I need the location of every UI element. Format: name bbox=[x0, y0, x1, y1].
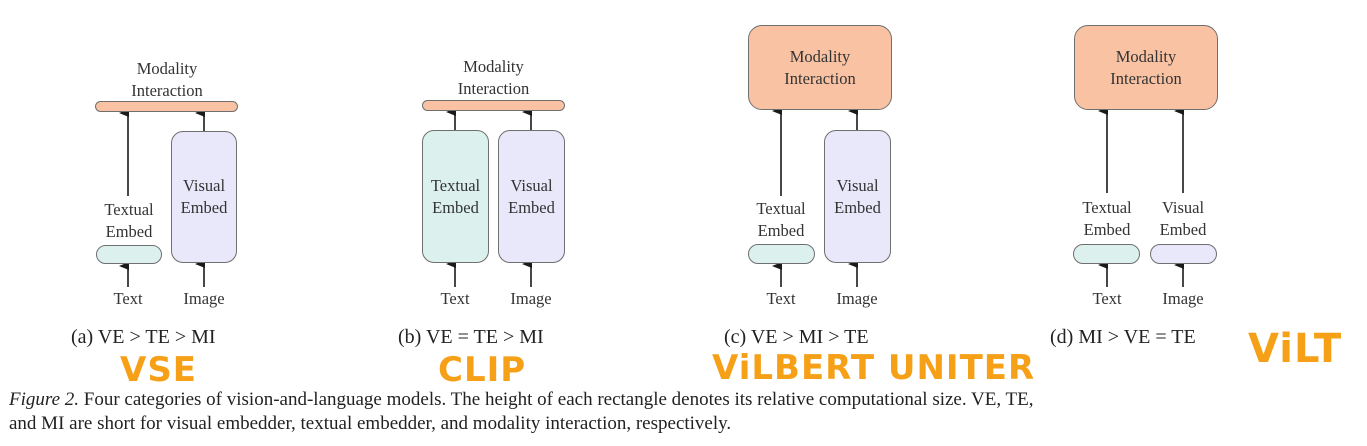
ve-label-top: Visual bbox=[1161, 198, 1205, 217]
te-label-a: Textual Embed bbox=[88, 199, 170, 243]
te-label-top: Textual bbox=[1082, 198, 1132, 217]
mi-label-top: Modality bbox=[1115, 46, 1177, 66]
te-label-c: Textual Embed bbox=[740, 198, 822, 242]
modality-interaction-bar-a bbox=[95, 101, 238, 112]
te-label-d: Textual Embed bbox=[1066, 197, 1148, 241]
mi-label-bottom: Interaction bbox=[131, 81, 203, 100]
input-text-a: Text bbox=[113, 289, 143, 308]
textual-embed-pill-a bbox=[96, 245, 162, 264]
input-image-a: Image bbox=[183, 289, 225, 308]
mi-label-bottom: Interaction bbox=[784, 68, 856, 88]
mi-label-top: Modality bbox=[136, 59, 198, 78]
mi-label-top: Modality bbox=[463, 57, 524, 76]
modality-interaction-bar-b bbox=[422, 100, 565, 111]
annotation-c: ViLBERT UNITER bbox=[712, 348, 1036, 388]
input-text-b: Text bbox=[440, 289, 470, 308]
textual-embed-pill-c bbox=[748, 244, 815, 264]
visual-embed-box-c: Visual Embed bbox=[824, 130, 891, 263]
figure-caption-line-2: and MI are short for visual embedder, te… bbox=[9, 413, 731, 435]
mi-label-b: Modality Interaction bbox=[422, 56, 565, 100]
visual-embed-pill-d bbox=[1150, 244, 1217, 264]
te-label-bottom: Embed bbox=[757, 221, 805, 240]
textual-embed-box-b: Textual Embed bbox=[422, 130, 489, 263]
mi-label-bottom: Interaction bbox=[457, 79, 530, 98]
modality-interaction-box-c: Modality Interaction bbox=[748, 25, 892, 110]
ve-label-top: Visual bbox=[510, 175, 553, 195]
ve-label-bottom: Embed bbox=[1159, 220, 1207, 239]
ve-label-d: Visual Embed bbox=[1142, 197, 1224, 241]
annotation-b: CLIP bbox=[438, 350, 527, 390]
annotation-d: ViLT bbox=[1248, 326, 1343, 372]
mi-label-bottom: Interaction bbox=[1110, 68, 1182, 88]
mi-label-top: Modality bbox=[789, 46, 851, 66]
te-label-bottom: Embed bbox=[105, 222, 153, 241]
visual-embed-box-b: Visual Embed bbox=[498, 130, 565, 263]
visual-embed-box-a: Visual Embed bbox=[171, 131, 237, 263]
textual-embed-pill-d bbox=[1073, 244, 1140, 264]
modality-interaction-box-d: Modality Interaction bbox=[1074, 25, 1218, 110]
subcaption-c: (c) VE > MI > TE bbox=[724, 326, 869, 348]
te-label-top: Textual bbox=[430, 175, 481, 195]
caption-text-1: Four categories of vision-and-language m… bbox=[79, 389, 1034, 410]
input-image-d: Image bbox=[1162, 289, 1204, 308]
subcaption-b: (b) VE = TE > MI bbox=[398, 326, 544, 348]
te-label-top: Textual bbox=[756, 199, 806, 218]
subcaption-a: (a) VE > TE > MI bbox=[71, 326, 216, 348]
ve-label-bottom: Embed bbox=[508, 197, 555, 217]
caption-text-2: and MI are short for visual embedder, te… bbox=[9, 413, 732, 434]
ve-label-bottom: Embed bbox=[834, 197, 881, 217]
ve-label-bottom: Embed bbox=[180, 198, 228, 217]
mi-label-a: Modality Interaction bbox=[96, 58, 238, 102]
input-text-c: Text bbox=[766, 289, 796, 308]
figure-label: Figure 2. bbox=[9, 389, 80, 410]
input-text-d: Text bbox=[1092, 289, 1122, 308]
figure-caption-line-1: Figure 2. Four categories of vision-and-… bbox=[9, 389, 1033, 411]
ve-label-top: Visual bbox=[836, 175, 879, 195]
te-label-top: Textual bbox=[104, 200, 154, 219]
annotation-a: VSE bbox=[120, 350, 198, 390]
ve-label-top: Visual bbox=[182, 176, 226, 195]
input-image-c: Image bbox=[836, 289, 878, 308]
te-label-bottom: Embed bbox=[432, 197, 479, 217]
te-label-bottom: Embed bbox=[1083, 220, 1131, 239]
subcaption-d: (d) MI > VE = TE bbox=[1050, 326, 1196, 348]
input-image-b: Image bbox=[510, 289, 552, 308]
